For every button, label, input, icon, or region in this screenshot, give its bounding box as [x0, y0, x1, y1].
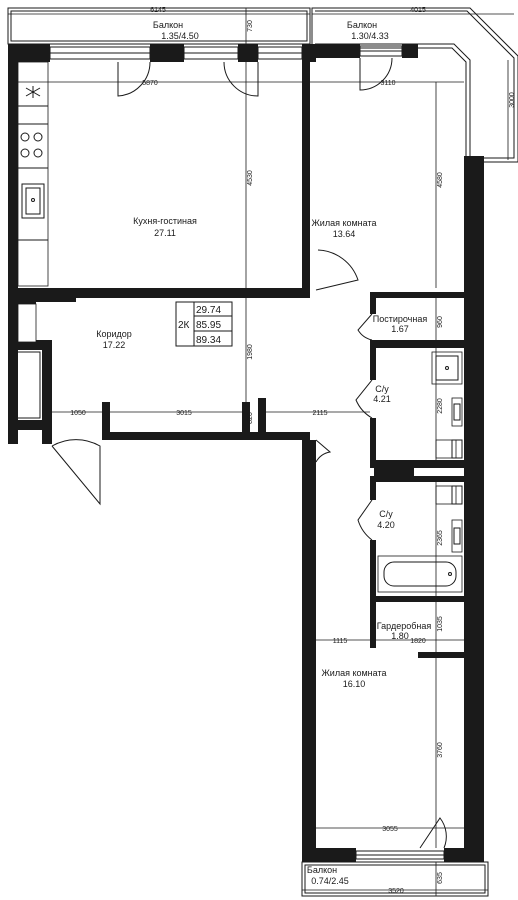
dim-kitchen-height: 4530	[247, 170, 254, 186]
dim-living1-height: 4580	[437, 172, 444, 188]
toilet-icon	[435, 485, 463, 505]
balcony-top-right	[311, 7, 518, 163]
kitchen-name: Кухня-гостиная	[133, 216, 197, 226]
dim-corridor-h2: 820	[247, 412, 254, 424]
balcony-bottom	[301, 861, 489, 897]
dim-wardrobe-height: 1035	[437, 616, 444, 632]
dim-living2-height: 3760	[437, 742, 444, 758]
sink-icon	[451, 519, 463, 553]
dim-top-left: 6145	[150, 7, 166, 14]
bath2-area: 4.20	[377, 520, 395, 530]
walls	[8, 44, 484, 862]
corridor-wardrobe	[15, 303, 41, 419]
shower-icon	[431, 351, 463, 385]
toilet-icon	[435, 439, 463, 459]
balcony1-name: Балкон	[153, 20, 183, 30]
dim-bath2-height: 2365	[437, 530, 444, 546]
dimension-lines	[8, 8, 514, 896]
living1-area: 13.64	[333, 229, 356, 239]
dim-living2-width: 3055	[382, 826, 398, 833]
dim-corridor-w2: 3015	[176, 410, 192, 417]
kitchen-area: 27.11	[154, 228, 176, 238]
fan-icon	[25, 86, 41, 98]
dim-wardrobe-width: 1820	[410, 638, 426, 645]
wardrobe-area: 1.80	[391, 631, 409, 641]
dim-bottom-balcony-depth: 635	[437, 872, 444, 884]
bathtub-icon	[377, 555, 463, 593]
dim-bottom-balcony-width: 3520	[388, 888, 404, 895]
living1-name: Жилая комната	[311, 218, 376, 228]
balcony2-area: 1.30/4.33	[351, 31, 389, 41]
balcony1-area: 1.35/4.50	[161, 31, 199, 41]
balcony3-name: Балкон	[307, 865, 337, 875]
summary-total: 85.95	[196, 320, 221, 331]
dim-corridor-height: 1980	[247, 344, 254, 360]
laundry-name: Постирочная	[373, 314, 428, 324]
balcony2-name: Балкон	[347, 20, 377, 30]
dim-right-balcony: 3000	[509, 92, 516, 108]
corridor-area: 17.22	[103, 340, 126, 350]
dim-living1-width: 3110	[380, 80, 395, 87]
sink-icon	[451, 397, 463, 427]
balcony3-area: 0.74/2.45	[311, 876, 349, 886]
bath2-name: С/у	[379, 509, 393, 519]
kitchen-sink-icon	[21, 183, 45, 219]
corridor-name: Коридор	[96, 329, 132, 339]
living2-area: 16.10	[343, 679, 366, 689]
laundry-area: 1.67	[391, 324, 409, 334]
bath1-area: 4.21	[373, 394, 391, 404]
wardrobe-name: Гардеробная	[377, 621, 432, 631]
stove-icon	[20, 132, 43, 158]
summary-box: 2К 29.74 85.95 89.34	[175, 301, 233, 347]
dimension-labels: 6145 730 4015 3000 5870 3110 4530 4580 9…	[70, 7, 516, 895]
windows	[49, 45, 445, 860]
bath1-name: С/у	[375, 384, 389, 394]
dim-top-balcony-depth: 730	[247, 20, 254, 32]
dim-corridor-w3: 2115	[312, 410, 327, 417]
summary-with-balcony: 89.34	[196, 335, 221, 346]
dim-kitchen-width: 5870	[142, 80, 158, 87]
summary-living: 29.74	[196, 305, 221, 316]
room-labels: Балкон 1.35/4.50 Балкон 1.30/4.33 Кухня-…	[96, 20, 431, 886]
dim-bath1-height: 2280	[437, 398, 444, 414]
dim-laundry-height: 960	[437, 316, 444, 328]
summary-type: 2К	[178, 320, 190, 331]
kitchen-counter	[17, 61, 49, 287]
dim-corridor-w1: 1050	[70, 410, 86, 417]
dim-top-right: 4015	[410, 7, 426, 14]
doors	[51, 57, 447, 849]
dim-living2-left: 1115	[333, 638, 348, 645]
living2-name: Жилая комната	[321, 668, 386, 678]
